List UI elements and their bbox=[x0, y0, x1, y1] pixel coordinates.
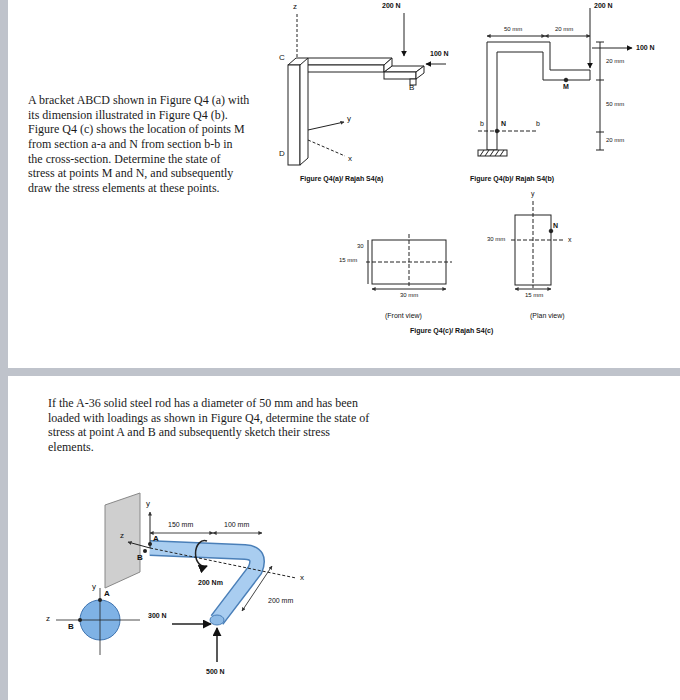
section-label: b bbox=[480, 120, 484, 128]
dimension-label: 200 mm bbox=[268, 597, 293, 605]
dimension-label: 20 mm bbox=[555, 26, 573, 33]
point-label: D bbox=[279, 150, 285, 159]
axis-label: z bbox=[46, 615, 50, 624]
point-label: B bbox=[137, 554, 143, 563]
axis-label: y bbox=[347, 115, 351, 124]
dimension-label: 30 mm bbox=[400, 292, 418, 299]
figure-caption: Figure Q4(c)/ Rajah S4(c) bbox=[410, 327, 493, 335]
bracket-3d bbox=[288, 13, 446, 165]
dimension-label: 20 mm bbox=[606, 58, 624, 65]
moment-label: 200 Nm bbox=[198, 579, 223, 587]
axis-label: z bbox=[293, 3, 297, 12]
force-label: 100 N bbox=[430, 50, 449, 58]
axis-label: y bbox=[92, 583, 96, 592]
axis-label: x bbox=[568, 236, 572, 244]
point-label: B bbox=[68, 623, 74, 632]
point-label: A bbox=[104, 590, 110, 599]
dimension-label: 50 mm bbox=[504, 26, 522, 33]
axis-label: z bbox=[120, 532, 124, 541]
axis-label: x bbox=[348, 155, 352, 164]
force-label: 300 N bbox=[148, 612, 167, 620]
dimension-label: 15 mm bbox=[339, 257, 357, 264]
figure-caption: Figure Q4(a)/ Rajah S4(a) bbox=[300, 175, 383, 183]
point-label: C bbox=[279, 54, 285, 63]
point-label: M bbox=[563, 83, 569, 91]
point-label: N bbox=[501, 120, 506, 128]
force-label: 200 N bbox=[594, 2, 613, 10]
top-panel bbox=[8, 0, 680, 368]
force-label: 500 N bbox=[206, 668, 225, 676]
section-label: b bbox=[536, 120, 540, 128]
dimension-label: 30 mm bbox=[487, 236, 505, 243]
dimension-label: 150 mm bbox=[168, 521, 193, 529]
axis-label: y bbox=[146, 500, 150, 509]
bottom-panel bbox=[8, 376, 680, 700]
problem-text: A bracket ABCD shown in Figure Q4 (a) wi… bbox=[28, 93, 250, 195]
dimension-label: 30 bbox=[357, 243, 364, 250]
dimension-label: 50 mm bbox=[606, 101, 624, 108]
point-label: N bbox=[553, 222, 558, 230]
bracket-elevation bbox=[478, 8, 632, 156]
axis-label: y bbox=[531, 190, 535, 198]
cross-sections bbox=[366, 201, 565, 289]
rod-figure bbox=[56, 493, 296, 662]
figure-caption: Figure Q4(b)/ Rajah S4(b) bbox=[470, 175, 554, 183]
point-label: A bbox=[153, 535, 159, 544]
view-caption: (Plan view) bbox=[530, 312, 565, 320]
force-label: 200 N bbox=[382, 2, 401, 10]
dimension-label: 15 mm bbox=[525, 292, 543, 299]
point-label: B bbox=[409, 84, 414, 93]
problem-text: If the A-36 solid steel rod has a diamet… bbox=[48, 396, 370, 455]
force-label: 100 N bbox=[636, 44, 655, 52]
dimension-label: 100 mm bbox=[224, 521, 249, 529]
view-caption: (Front view) bbox=[385, 312, 422, 320]
dimension-label: 20 mm bbox=[606, 137, 624, 144]
axis-label: x bbox=[300, 574, 304, 583]
